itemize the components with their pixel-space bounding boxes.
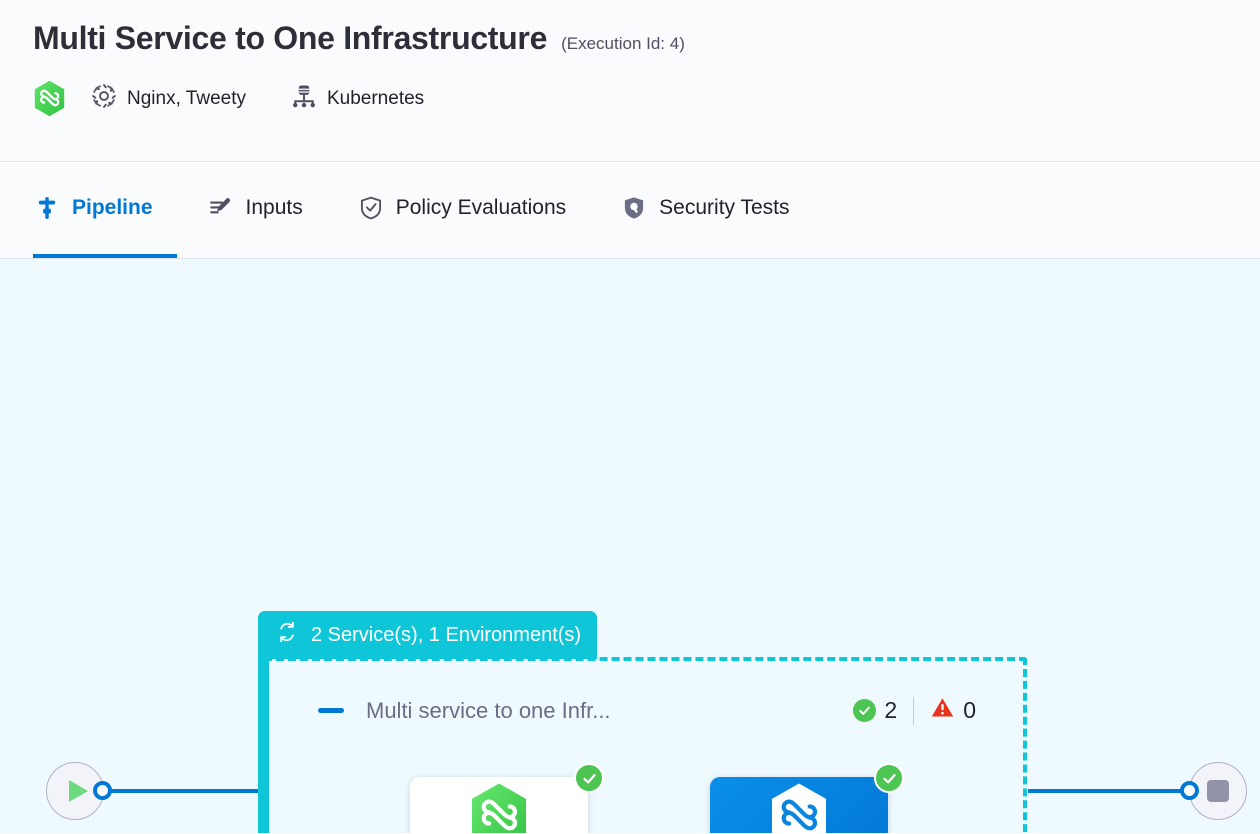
infrastructure-label: Kubernetes xyxy=(326,87,425,109)
stop-icon xyxy=(1207,780,1229,802)
group-container[interactable] xyxy=(264,657,1027,833)
tab-pipeline[interactable]: Pipeline xyxy=(33,162,177,258)
group-left-bar xyxy=(258,653,269,833)
header-meta-row: Nginx, Tweety Kubernetes xyxy=(33,80,1260,117)
harness-hexagon-icon-white xyxy=(768,782,830,833)
execution-id-label: (Execution Id: 4) xyxy=(561,34,685,53)
stage-header: Multi service to one Infr... 2 xyxy=(318,695,976,726)
tab-security-tests-label: Security Tests xyxy=(659,196,790,219)
tab-policy-evaluations[interactable]: Policy Evaluations xyxy=(357,162,590,258)
services-label: Nginx, Tweety xyxy=(127,87,246,109)
cluster-icon xyxy=(290,82,318,115)
group-badge[interactable]: 2 Service(s), 1 Environment(s) xyxy=(258,611,598,659)
page-title: Multi Service to One Infrastructure xyxy=(33,20,548,56)
check-circle-icon xyxy=(874,763,904,793)
tab-security-tests[interactable]: Security Tests xyxy=(620,162,813,258)
gear-icon xyxy=(90,82,118,115)
success-count: 2 xyxy=(884,697,898,723)
tab-bar: Pipeline Inputs Policy Evaluations xyxy=(0,162,1260,259)
connector-line-left xyxy=(100,789,260,793)
shield-security-icon xyxy=(620,194,648,222)
harness-hexagon-icon xyxy=(468,782,530,833)
start-connector-dot[interactable] xyxy=(93,781,112,800)
end-connector-dot[interactable] xyxy=(1180,781,1199,800)
play-icon xyxy=(68,780,88,802)
minus-collapse-icon[interactable] xyxy=(318,708,344,713)
pipeline-canvas[interactable]: 2 Service(s), 1 Environment(s) Multi ser… xyxy=(0,259,1260,833)
tab-policy-evaluations-label: Policy Evaluations xyxy=(395,196,567,219)
warning-stat: 0 xyxy=(930,695,976,726)
stage-stats: 2 0 xyxy=(853,695,976,726)
warning-count: 0 xyxy=(963,697,976,723)
tab-inputs-label: Inputs xyxy=(245,196,303,219)
tab-pipeline-label: Pipeline xyxy=(72,196,153,219)
title-row: Multi Service to One Infrastructure (Exe… xyxy=(33,16,1260,60)
services-meta: Nginx, Tweety xyxy=(90,82,246,115)
infrastructure-meta: Kubernetes xyxy=(290,82,424,115)
stats-divider xyxy=(913,696,915,725)
stage-title: Multi service to one Infr... xyxy=(366,697,611,723)
tab-inputs[interactable]: Inputs xyxy=(207,162,327,258)
pipeline-icon xyxy=(33,194,61,222)
loop-repeat-icon xyxy=(275,620,299,650)
page-header: Multi Service to One Infrastructure (Exe… xyxy=(0,0,1260,162)
success-stat: 2 xyxy=(853,697,897,724)
check-circle-icon xyxy=(574,763,604,793)
warning-triangle-icon xyxy=(930,695,955,726)
harness-brand xyxy=(33,80,66,117)
service-node-nginx[interactable]: </> xyxy=(410,763,604,833)
service-node-tweety[interactable]: </> xyxy=(710,763,904,833)
shield-check-icon xyxy=(357,194,385,222)
edit-pencil-icon xyxy=(207,194,235,222)
connector-line-right xyxy=(1028,789,1193,793)
group-badge-label: 2 Service(s), 1 Environment(s) xyxy=(311,623,582,646)
check-circle-icon xyxy=(853,699,877,722)
harness-hexagon-icon xyxy=(33,80,66,117)
